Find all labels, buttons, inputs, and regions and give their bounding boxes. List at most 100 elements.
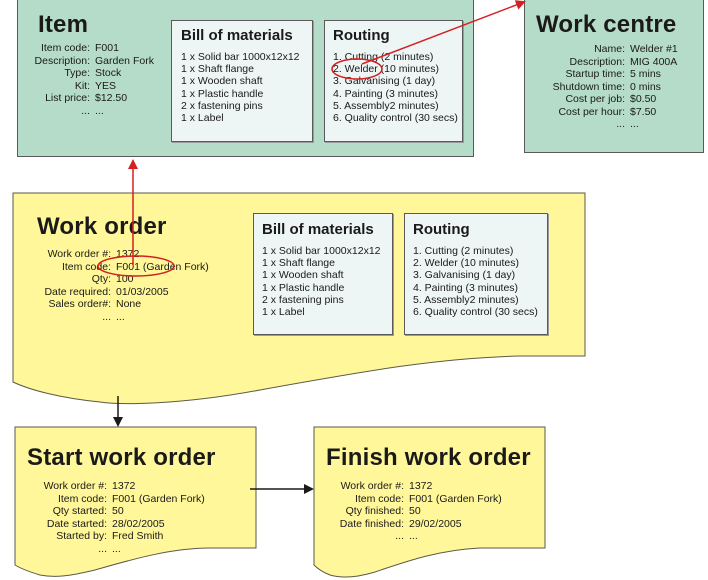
field-row: Item code: F001 (Garden Fork) [25,493,205,506]
field-label: Description: [569,55,625,68]
bom-line: 2 x fastening pins [181,99,263,112]
start-work-order-title: Start work order [27,444,216,471]
field-row: List price: $12.50 [28,92,154,105]
field-value: Garden Fork [95,54,154,67]
field-value: $0.50 [630,93,657,105]
field-row: Cost per hour: $7.50 [525,106,678,119]
field-row: ...... [33,311,209,324]
item-routing-list: 1. Cutting (2 minutes)2. Welder (10 minu… [333,51,458,124]
field-row: Qty:100 [33,273,209,286]
field-label: Shutdown time: [552,80,625,93]
bom-line: 1 x Solid bar 1000x12x12 [181,51,300,63]
field-label: Cost per job: [565,93,625,105]
work-centre-card: Work centre Name: Welder #1 Description: MI… [524,0,704,153]
routing-step: 2. Welder (10 minutes) [333,63,440,76]
field-row: Type: Stock [28,67,154,80]
field-label: Startup time: [565,68,625,80]
finish-work-order-shape [313,426,546,578]
field-value: 01/03/2005 [116,285,169,298]
field-label: ... [395,530,404,542]
field-value: ... [95,104,104,117]
field-row: Item code:F001 [28,42,154,55]
field-label: Cost per hour: [558,105,625,118]
field-label: Description: [34,54,90,67]
bom-line: 1 x Solid bar 1000x12x12 [262,245,381,257]
routing-step: 5. Assembly2 minutes) [413,293,519,306]
field-label: List price: [45,92,90,104]
field-value: Fred Smith [112,530,164,542]
field-value: ... [116,310,125,323]
field-value: MIG 400A [630,55,678,68]
field-label: Date required: [44,285,111,298]
field-row: Cost per job: $0.50 [525,93,678,106]
field-row: Description: MIG 400A [525,56,678,69]
routing-step: 1. Cutting (2 minutes) [413,245,514,257]
bom-line: 1 x Plastic handle [262,281,345,294]
field-row: ...... [525,118,678,131]
routing-step: 2. Welder (10 minutes) [413,257,520,270]
item-routing-panel: Routing 1. Cutting (2 minutes)2. Welder … [324,20,463,142]
field-row: Work order #:1372 [326,480,502,493]
work-order-title: Work order [37,213,167,240]
item-bom-title: Bill of materials [181,27,293,44]
field-label: Name: [594,43,625,55]
routing-step: 5. Assembly2 minutes) [333,99,439,112]
work-centre-title: Work centre [536,11,677,38]
field-value: F001 (Garden Fork) [409,492,502,505]
bom-line: 1 x Shaft flange [262,257,335,270]
field-value: $7.50 [630,105,657,118]
field-row: Item code:F001 (Garden Fork) [33,261,209,274]
field-value: 0 mins [630,80,661,93]
field-label: Item code: [57,492,107,505]
routing-step: 4. Painting (3 minutes) [333,87,439,100]
field-value: ... [112,542,121,555]
field-value: Stock [95,67,122,79]
field-label: Work order #: [47,248,111,260]
item-routing-title: Routing [333,27,390,44]
routing-step: 6. Quality control (30 secs) [413,306,538,319]
routing-step: 6. Quality control (30 secs) [333,112,458,125]
field-row: Work order #:1372 [33,248,209,261]
field-value: 28/02/2005 [112,517,165,530]
field-label: ... [98,542,107,555]
bom-line: 1 x Label [181,112,224,125]
field-label: Date finished: [339,517,404,530]
field-row: Work order #: 1372 [25,480,205,493]
routing-step: 3. Galvanising (1 day) [333,75,436,88]
field-value: 1372 [112,480,136,492]
field-value: None [116,298,142,310]
field-row: Name: Welder #1 [525,43,678,56]
field-row: Startup time: 5 mins [525,68,678,81]
field-value: ... [630,118,639,130]
finish-work-order-title: Finish work order [326,444,531,471]
field-label: Work order #: [43,480,107,492]
work-order-routing-list: 1. Cutting (2 minutes)2. Welder (10 minu… [413,245,538,318]
bom-line: 1 x Shaft flange [181,63,254,76]
field-label: Qty started: [52,505,107,517]
field-row: Description: Garden Fork [28,55,154,68]
routing-step: 1. Cutting (2 minutes) [333,51,434,63]
routing-step: 3. Galvanising (1 day) [413,269,516,282]
field-value: Welder #1 [630,43,678,55]
work-order-routing-title: Routing [413,221,470,238]
field-label: Qty: [91,273,111,285]
field-label: Item code: [61,260,111,273]
bom-line: 1 x Plastic handle [181,87,264,100]
field-label: Type: [64,67,90,79]
field-value: F001 (Garden Fork) [112,492,205,505]
field-label: Date started: [46,517,107,530]
field-value: $12.50 [95,92,128,104]
field-row: Shutdown time: 0 mins [525,81,678,94]
field-value: 5 mins [630,68,661,80]
bom-line: 1 x Wooden shaft [181,75,263,88]
field-label: ... [81,104,90,117]
field-label: Work order #: [340,480,404,492]
field-row: Date started: 28/02/2005 [25,518,205,531]
